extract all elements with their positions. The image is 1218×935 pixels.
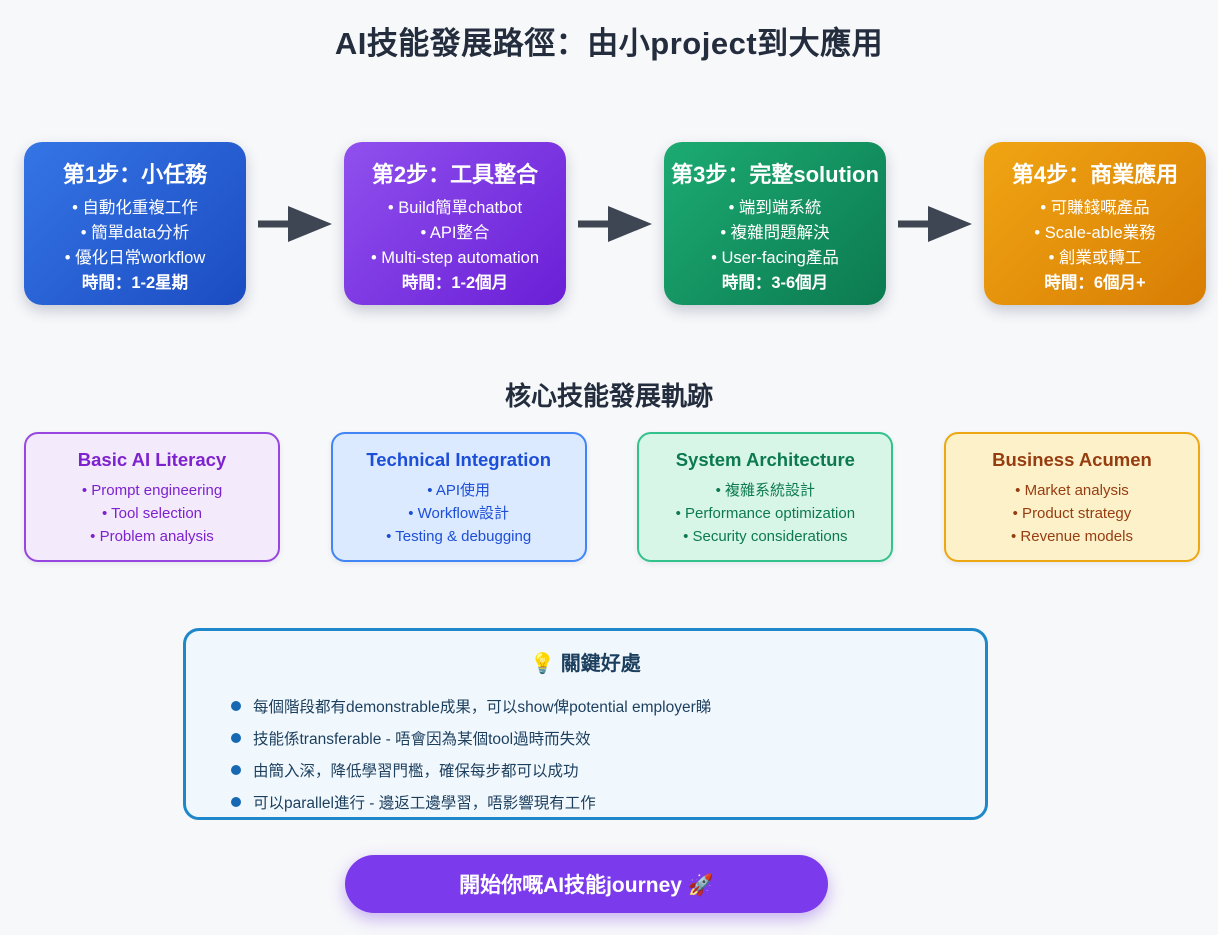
- step-item: • Scale-able業務: [1034, 224, 1156, 242]
- list-item: 由簡入深，降低學習門檻，確保每步都可以成功: [231, 754, 985, 786]
- skill-item: • Security considerations: [683, 528, 848, 545]
- step-item: • API整合: [420, 224, 490, 242]
- step-title: 第4步：商業應用: [1011, 162, 1179, 187]
- skill-item: • Testing & debugging: [386, 528, 532, 545]
- skill-item: • Problem analysis: [90, 528, 214, 545]
- step-time: 時間：1-2星期: [81, 274, 189, 292]
- right-arrow-icon: [578, 205, 652, 242]
- benefits-title: 💡 關鍵好處: [530, 653, 641, 675]
- step-item: • 簡單data分析: [80, 224, 190, 242]
- skill-title: Business Acumen: [992, 449, 1152, 470]
- skill-title: System Architecture: [675, 449, 855, 470]
- step-card-2: 第2步：工具整合 • Build簡單chatbot • API整合 • Mult…: [344, 142, 566, 305]
- skill-item: • Product strategy: [1012, 505, 1132, 522]
- benefit-text: 每個階段都有demonstrable成果，可以show俾potential em…: [253, 699, 712, 716]
- step-time: 時間：1-2個月: [401, 274, 509, 292]
- bullet-dot-icon: [231, 797, 241, 807]
- step-card-3: 第3步：完整solution • 端到端系統 • 複雜問題解決 • User-f…: [664, 142, 886, 305]
- step-time: 時間：3-6個月: [721, 274, 829, 292]
- skill-title: Technical Integration: [366, 449, 551, 470]
- benefit-text: 技能係transferable - 唔會因為某個tool過時而失效: [253, 731, 591, 748]
- benefit-text: 可以parallel進行 - 邊返工邊學習，唔影響現有工作: [253, 795, 596, 812]
- bullet-dot-icon: [231, 733, 241, 743]
- skill-card-basic-ai-literacy: Basic AI Literacy • Prompt engineering •…: [24, 432, 280, 562]
- step-item: • 創業或轉工: [1048, 249, 1142, 267]
- skill-item: • Tool selection: [101, 505, 203, 522]
- step-item: • User-facing產品: [711, 249, 839, 267]
- benefits-box: 💡 關鍵好處 每個階段都有demonstrable成果，可以show俾poten…: [183, 628, 988, 820]
- step-item: • 可賺錢嘅產品: [1040, 199, 1150, 217]
- right-arrow-icon: [258, 205, 332, 242]
- step-item: • 端到端系統: [728, 199, 822, 217]
- skill-item: • API使用: [427, 482, 491, 499]
- skill-card-business-acumen: Business Acumen • Market analysis • Prod…: [943, 432, 1200, 562]
- bullet-dot-icon: [231, 701, 241, 711]
- step-item: • Build簡單chatbot: [387, 199, 523, 217]
- step-title: 第1步：小任務: [62, 162, 208, 187]
- benefits-list: 每個階段都有demonstrable成果，可以show俾potential em…: [186, 690, 985, 818]
- skill-item: • 複雜系統設計: [715, 482, 816, 499]
- step-card-1: 第1步：小任務 • 自動化重複工作 • 簡單data分析 • 優化日常workf…: [24, 142, 246, 305]
- cta-button[interactable]: 開始你嘅AI技能journey 🚀: [345, 855, 828, 913]
- skill-item: • Performance optimization: [675, 505, 856, 522]
- list-item: 技能係transferable - 唔會因為某個tool過時而失效: [231, 722, 985, 754]
- skill-card-system-architecture: System Architecture • 複雜系統設計 • Performan…: [637, 432, 894, 562]
- skills-section-heading: 核心技能發展軌跡: [504, 381, 713, 411]
- step-title: 第2步：工具整合: [371, 162, 539, 187]
- right-arrow-icon: [898, 205, 972, 242]
- step-item: • Multi-step automation: [370, 249, 540, 267]
- step-card-4: 第4步：商業應用 • 可賺錢嘅產品 • Scale-able業務 • 創業或轉工…: [984, 142, 1206, 305]
- skill-title: Basic AI Literacy: [77, 449, 227, 470]
- step-item: • 複雜問題解決: [720, 224, 830, 242]
- skill-item: • Revenue models: [1010, 528, 1133, 545]
- benefit-text: 由簡入深，降低學習門檻，確保每步都可以成功: [253, 763, 579, 780]
- bullet-dot-icon: [231, 765, 241, 775]
- skills-row: Basic AI Literacy • Prompt engineering •…: [24, 432, 1200, 562]
- step-time: 時間：6個月+: [1044, 274, 1146, 292]
- list-item: 每個階段都有demonstrable成果，可以show俾potential em…: [231, 690, 985, 722]
- skill-item: • Market analysis: [1015, 482, 1129, 499]
- step-item: • 優化日常workflow: [64, 249, 206, 267]
- skill-item: • Prompt engineering: [81, 482, 223, 499]
- list-item: 可以parallel進行 - 邊返工邊學習，唔影響現有工作: [231, 786, 985, 818]
- step-item: • 自動化重複工作: [72, 199, 198, 217]
- skill-card-technical-integration: Technical Integration • API使用 • Workflow…: [330, 432, 587, 562]
- step-title: 第3步：完整solution: [671, 162, 879, 187]
- page-title: AI技能發展路徑：由小project到大應用: [334, 26, 884, 61]
- skill-item: • Workflow設計: [408, 505, 510, 522]
- flow-row: 第1步：小任務 • 自動化重複工作 • 簡單data分析 • 優化日常workf…: [24, 142, 1215, 305]
